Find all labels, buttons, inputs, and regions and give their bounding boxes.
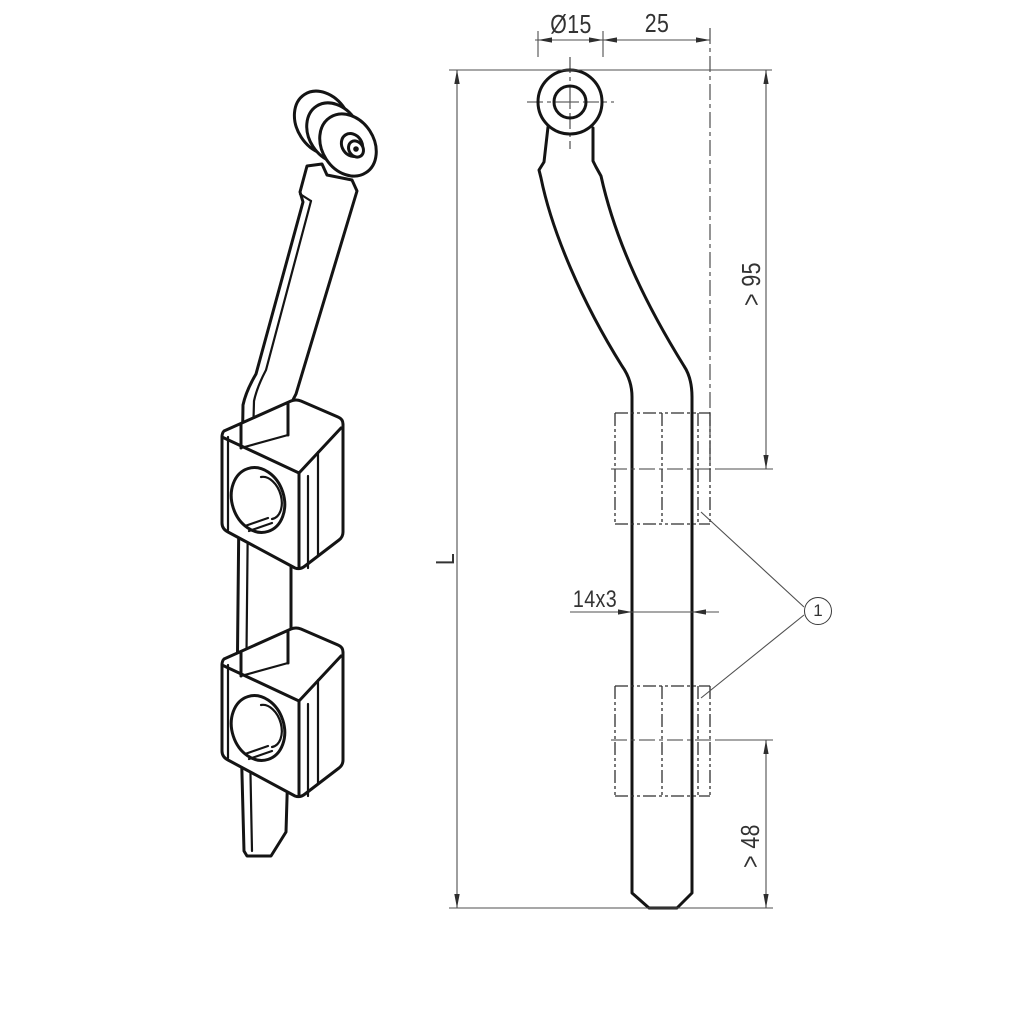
guide-block-1 [220,398,345,571]
roller-hub [339,132,365,159]
balloon-leaders [700,511,805,699]
hub-hole-dot [353,146,359,152]
dimension-annotations [449,31,805,909]
dim-eye-diameter-and-offset [535,37,710,43]
phantom-guide-1 [611,412,716,525]
dim-upper-guide-distance [763,70,769,469]
dim-overall-length [454,70,460,908]
dim-bar-section [570,609,719,615]
phantom-guide-2 [611,685,716,797]
upper-guide-distance-label: > 95 [736,262,766,306]
eye-inner-circle [552,84,588,120]
lower-guide-distance-label: > 48 [735,824,765,868]
eye-diameter-label: Ø15 [550,9,592,39]
roller [292,89,378,178]
balloon-number: 1 [813,601,823,620]
guide-hole [229,466,287,534]
dim-lower-guide-distance [763,740,769,908]
rod-outline [537,125,694,910]
bar-section-label: 14x3 [572,586,618,613]
item-balloon: 1 [804,597,832,625]
front-view [527,28,716,910]
isometric-view [220,89,378,858]
eye-offset-label: 25 [644,8,670,38]
overall-length-label: L [430,552,460,566]
guide-block-2 [220,626,345,799]
